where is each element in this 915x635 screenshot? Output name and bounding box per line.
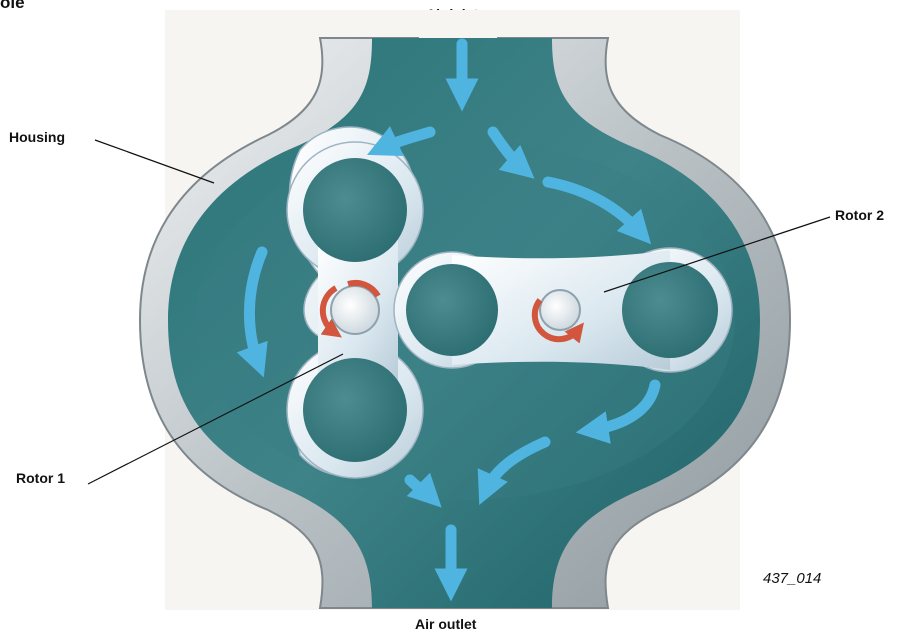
rotor-2-hub: [540, 290, 580, 330]
rotor-2-lobe-left: [406, 264, 498, 356]
rotor-2-lobe-right: [622, 262, 718, 358]
rotor-1-lobe-top: [303, 158, 407, 262]
rotor-1-hub: [331, 286, 379, 334]
rotor-1-lobe-bottom: [303, 358, 407, 462]
